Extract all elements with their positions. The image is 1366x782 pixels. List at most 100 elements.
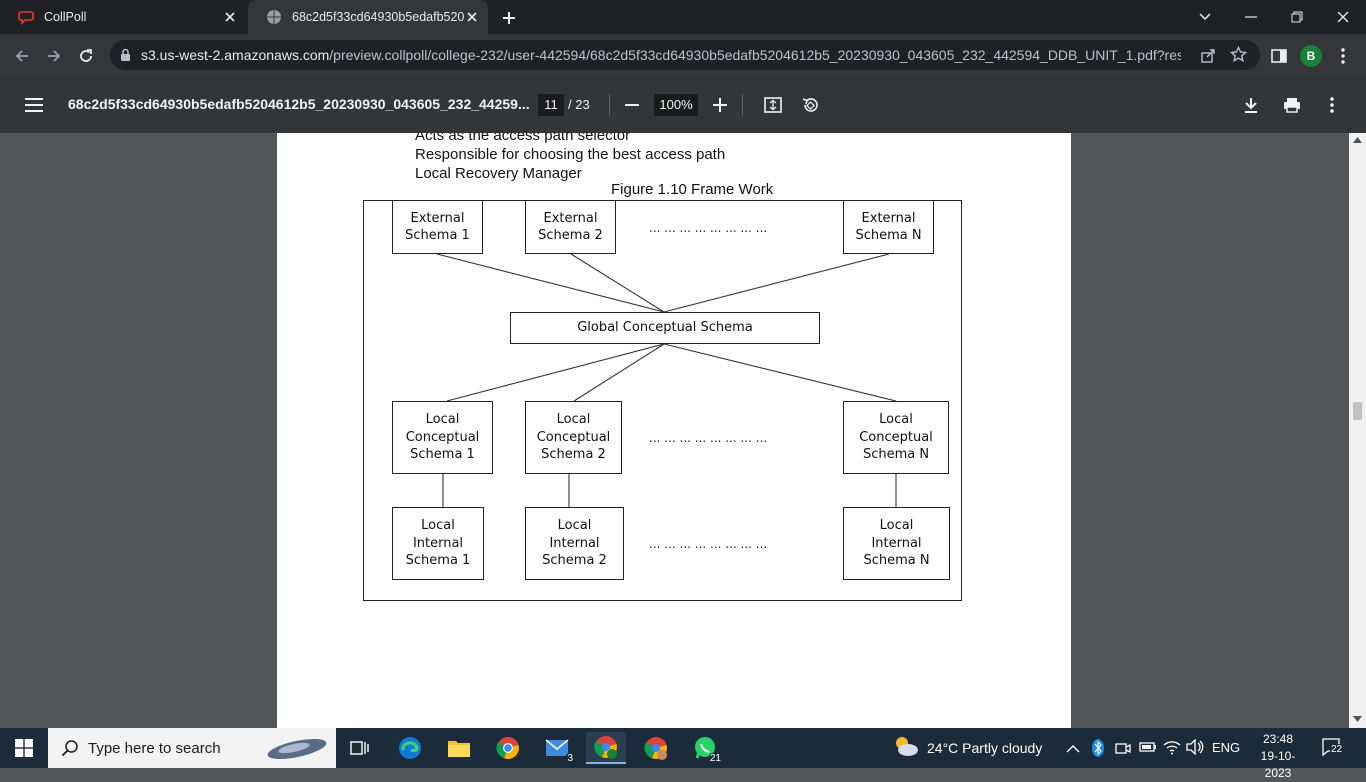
weather-icon[interactable] bbox=[893, 734, 919, 763]
minimize-icon[interactable] bbox=[1228, 0, 1274, 34]
box-label: Local Conceptual Schema 1 bbox=[405, 412, 480, 463]
chrome-profile-b-icon[interactable] bbox=[586, 732, 626, 764]
lock-icon[interactable] bbox=[120, 48, 131, 67]
box-label: Local Internal Schema 2 bbox=[542, 518, 607, 569]
search-placeholder: Type here to search bbox=[88, 740, 221, 757]
box-label: External Schema 1 bbox=[405, 210, 470, 244]
more-actions-icon[interactable] bbox=[1320, 93, 1344, 117]
download-icon[interactable] bbox=[1239, 93, 1263, 117]
ellipsis: ... ... ... ... ... ... ... ... bbox=[649, 537, 768, 551]
box-label: External Schema 2 bbox=[538, 210, 603, 244]
url-path: /preview.collpoll/college-232/user-44259… bbox=[329, 47, 1181, 63]
wifi-icon[interactable] bbox=[1163, 739, 1181, 760]
address-bar[interactable]: s3.us-west-2.amazonaws.com/preview.collp… bbox=[110, 40, 1260, 70]
external-schema-2: External Schema 2 bbox=[525, 200, 616, 254]
box-label: Local Internal Schema N bbox=[863, 518, 930, 569]
search-highlight-image bbox=[264, 734, 330, 762]
pdf-page: Acts as the access path selector Respons… bbox=[277, 133, 1071, 728]
pdf-toolbar: 68c2d5f33cd64930b5edafb5204612b5_2023093… bbox=[0, 77, 1366, 133]
ellipsis: ... ... ... ... ... ... ... ... bbox=[649, 431, 768, 445]
divider bbox=[742, 94, 743, 116]
divider bbox=[609, 94, 610, 116]
hamburger-menu-icon[interactable] bbox=[22, 93, 46, 117]
close-tab-icon[interactable] bbox=[222, 9, 238, 25]
pdf-viewer[interactable]: Acts as the access path selector Respons… bbox=[0, 133, 1366, 728]
scroll-up-icon[interactable] bbox=[1353, 137, 1362, 143]
task-view-icon[interactable] bbox=[340, 732, 380, 764]
document-line: Acts as the access path selector bbox=[415, 133, 631, 144]
box-label: Local Conceptual Schema N bbox=[859, 412, 933, 463]
notification-icon[interactable]: 22 bbox=[1322, 738, 1344, 763]
scrollbar[interactable] bbox=[1349, 133, 1366, 728]
fit-to-page-icon[interactable] bbox=[761, 93, 785, 117]
share-icon[interactable] bbox=[1200, 47, 1216, 68]
file-explorer-icon[interactable] bbox=[439, 732, 479, 764]
whatsapp-icon[interactable]: 21 bbox=[685, 732, 725, 764]
bluetooth-icon[interactable] bbox=[1092, 739, 1104, 762]
reload-icon[interactable] bbox=[72, 42, 100, 70]
edge-icon[interactable] bbox=[390, 732, 430, 764]
close-tab-icon[interactable] bbox=[464, 9, 480, 25]
tab-title: CollPoll bbox=[44, 10, 87, 24]
meet-now-icon[interactable] bbox=[1115, 740, 1131, 761]
chrome-icon[interactable] bbox=[488, 732, 528, 764]
chrome-profile-icon[interactable] bbox=[636, 732, 676, 764]
local-conceptual-schema-1: Local Conceptual Schema 1 bbox=[392, 401, 493, 474]
box-label: Global Conceptual Schema bbox=[577, 320, 753, 336]
taskbar: Type here to search 3 21 24°C Partly clo… bbox=[0, 728, 1366, 780]
battery-icon[interactable] bbox=[1139, 740, 1157, 759]
tab-title: 68c2d5f33cd64930b5edafb5204 bbox=[292, 10, 464, 24]
zoom-out-icon[interactable] bbox=[620, 93, 644, 117]
url-text: s3.us-west-2.amazonaws.com/preview.collp… bbox=[141, 47, 1181, 63]
close-window-icon[interactable] bbox=[1320, 0, 1366, 34]
local-conceptual-schema-2: Local Conceptual Schema 2 bbox=[525, 401, 622, 474]
side-panel-icon[interactable] bbox=[1265, 42, 1293, 70]
clock[interactable]: 23:48 19-10-2023 bbox=[1250, 731, 1306, 782]
weather-text[interactable]: 24°C Partly cloudy bbox=[927, 740, 1043, 756]
back-icon[interactable] bbox=[8, 42, 36, 70]
connector-lines bbox=[436, 253, 897, 507]
forward-icon[interactable] bbox=[40, 42, 68, 70]
volume-icon[interactable] bbox=[1186, 738, 1204, 760]
document-line: Responsible for choosing the best access… bbox=[415, 146, 726, 163]
tab-collpoll[interactable]: CollPoll bbox=[0, 0, 246, 34]
tab-search-icon[interactable] bbox=[1182, 0, 1228, 34]
taskbar-search[interactable]: Type here to search bbox=[48, 728, 336, 768]
url-host: s3.us-west-2.amazonaws.com bbox=[141, 47, 330, 63]
global-conceptual-schema: Global Conceptual Schema bbox=[510, 312, 820, 344]
zoom-input[interactable]: 100% bbox=[654, 94, 698, 116]
scrollbar-thumb[interactable] bbox=[1353, 402, 1362, 420]
language-indicator[interactable]: ENG bbox=[1212, 740, 1241, 755]
show-hidden-icons-icon[interactable] bbox=[1066, 741, 1080, 759]
browser-menu-icon[interactable] bbox=[1329, 42, 1357, 70]
local-internal-schema-2: Local Internal Schema 2 bbox=[525, 507, 624, 580]
print-icon[interactable] bbox=[1280, 93, 1304, 117]
page-number-input[interactable]: 11 bbox=[538, 94, 564, 116]
collpoll-icon bbox=[18, 9, 34, 25]
restore-icon[interactable] bbox=[1274, 0, 1320, 34]
pdf-title: 68c2d5f33cd64930b5edafb5204612b5_2023093… bbox=[68, 96, 530, 112]
bookmark-star-icon[interactable] bbox=[1229, 45, 1248, 68]
profile-avatar[interactable]: B bbox=[1297, 42, 1325, 70]
scroll-down-icon[interactable] bbox=[1353, 716, 1362, 722]
browser-toolbar: s3.us-west-2.amazonaws.com/preview.collp… bbox=[0, 34, 1366, 77]
new-tab-icon[interactable] bbox=[498, 7, 520, 29]
tab-pdf[interactable]: 68c2d5f33cd64930b5edafb5204 bbox=[248, 0, 488, 34]
mail-badge: 3 bbox=[565, 753, 575, 764]
browser-tab-strip: CollPoll 68c2d5f33cd64930b5edafb5204 bbox=[0, 0, 1366, 34]
document-line: Local Recovery Manager bbox=[415, 165, 582, 182]
box-label: Local Internal Schema 1 bbox=[405, 518, 471, 569]
notification-count: 22 bbox=[1330, 744, 1344, 755]
time: 23:48 bbox=[1262, 732, 1294, 746]
zoom-in-icon[interactable] bbox=[708, 93, 732, 117]
search-icon bbox=[61, 739, 79, 762]
mail-icon[interactable]: 3 bbox=[537, 732, 577, 764]
windows-start-icon[interactable] bbox=[4, 732, 44, 764]
whatsapp-badge: 21 bbox=[707, 753, 723, 764]
date: 19-10-2023 bbox=[1260, 749, 1296, 780]
rotate-icon[interactable] bbox=[798, 93, 822, 117]
local-internal-schema-1: Local Internal Schema 1 bbox=[392, 507, 484, 580]
local-internal-schema-n: Local Internal Schema N bbox=[843, 507, 950, 580]
external-schema-1: External Schema 1 bbox=[392, 200, 483, 254]
avatar-initial: B bbox=[1300, 45, 1322, 67]
